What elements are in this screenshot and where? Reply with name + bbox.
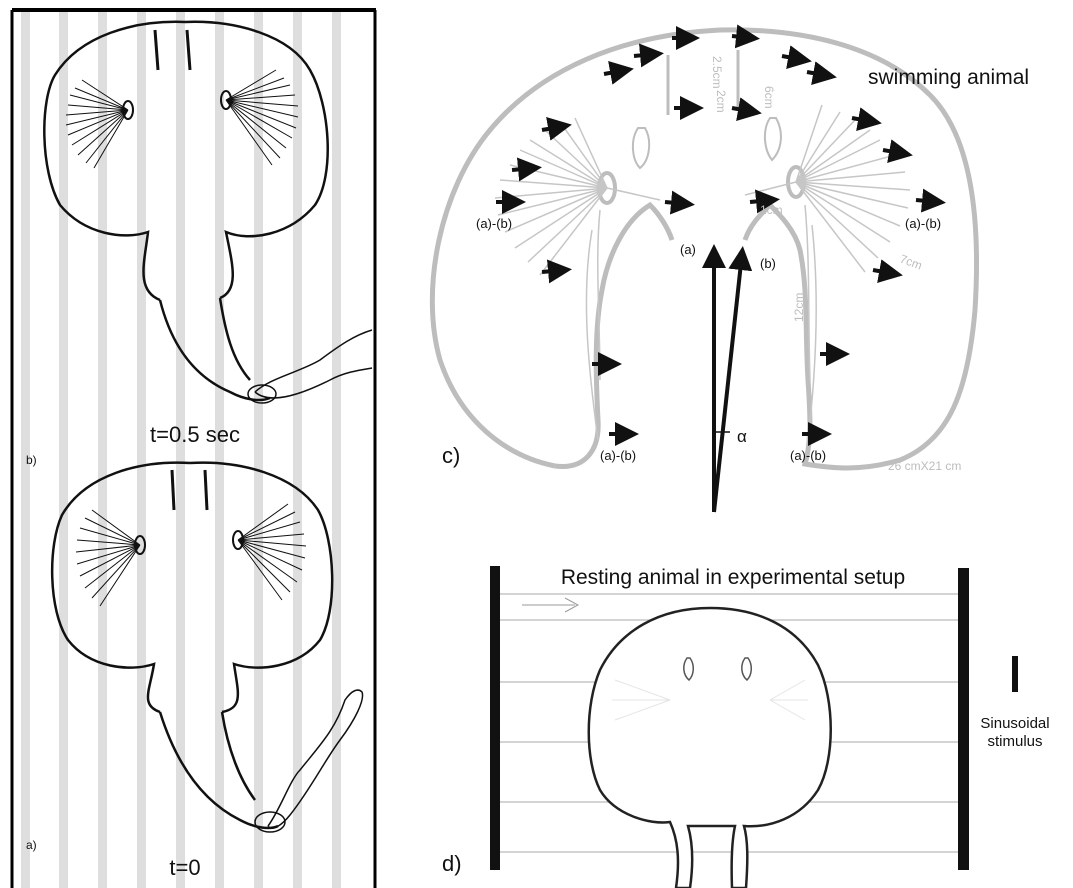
time-label-b: t=0.5 sec: [150, 422, 240, 447]
fins-left-c: [495, 118, 660, 440]
label-ab-left: (a)-(b): [476, 216, 512, 231]
ray-outline-c: [432, 30, 976, 468]
measure-6cm: 6cm: [762, 86, 776, 109]
measure-2-5cm: 2.5cm: [710, 56, 724, 89]
stimulus-label-line1: Sinusoidal: [980, 715, 1049, 732]
panel-c: swimming animal c) 2.5cm 2cm 6cm 1cm 7cm…: [432, 30, 1029, 512]
measure-7cm: 7cm: [898, 252, 924, 273]
label-ab-bottom-right: (a)-(b): [790, 448, 826, 463]
time-label-a: t=0: [169, 855, 200, 880]
panel-label-c: c): [442, 443, 460, 468]
panel-d: Resting animal in experimental setup Sin…: [442, 566, 1050, 888]
label-b: (b): [760, 256, 776, 271]
eyes-c: [633, 50, 781, 168]
measure-size: 26 cmX21 cm: [888, 459, 961, 473]
panel-d-title: Resting animal in experimental setup: [561, 566, 905, 589]
stimulus-bar: [1012, 656, 1018, 692]
panel-label-d: d): [442, 851, 462, 876]
stimulus-label-line2: stimulus: [987, 733, 1042, 750]
label-a: (a): [680, 242, 696, 257]
velocity-vectors-c: [714, 252, 742, 512]
label-alpha: α: [737, 427, 747, 446]
measure-1cm: 1cm: [760, 203, 783, 217]
panel-label-b: b): [26, 453, 37, 467]
left-panel: t=0.5 sec b) t=0 a): [12, 10, 376, 888]
label-ab-right: (a)-(b): [905, 216, 941, 231]
panel-label-a: a): [26, 838, 37, 852]
panel-c-title: swimming animal: [868, 66, 1029, 89]
measure-2cm: 2cm: [714, 90, 728, 113]
label-ab-bottom-left: (a)-(b): [600, 448, 636, 463]
measure-12cm: 12cm: [792, 293, 806, 322]
vector-b: [714, 254, 742, 512]
tank-wall-right: [958, 568, 969, 870]
resting-ray: [589, 608, 831, 888]
tank-wall-left: [490, 566, 500, 870]
